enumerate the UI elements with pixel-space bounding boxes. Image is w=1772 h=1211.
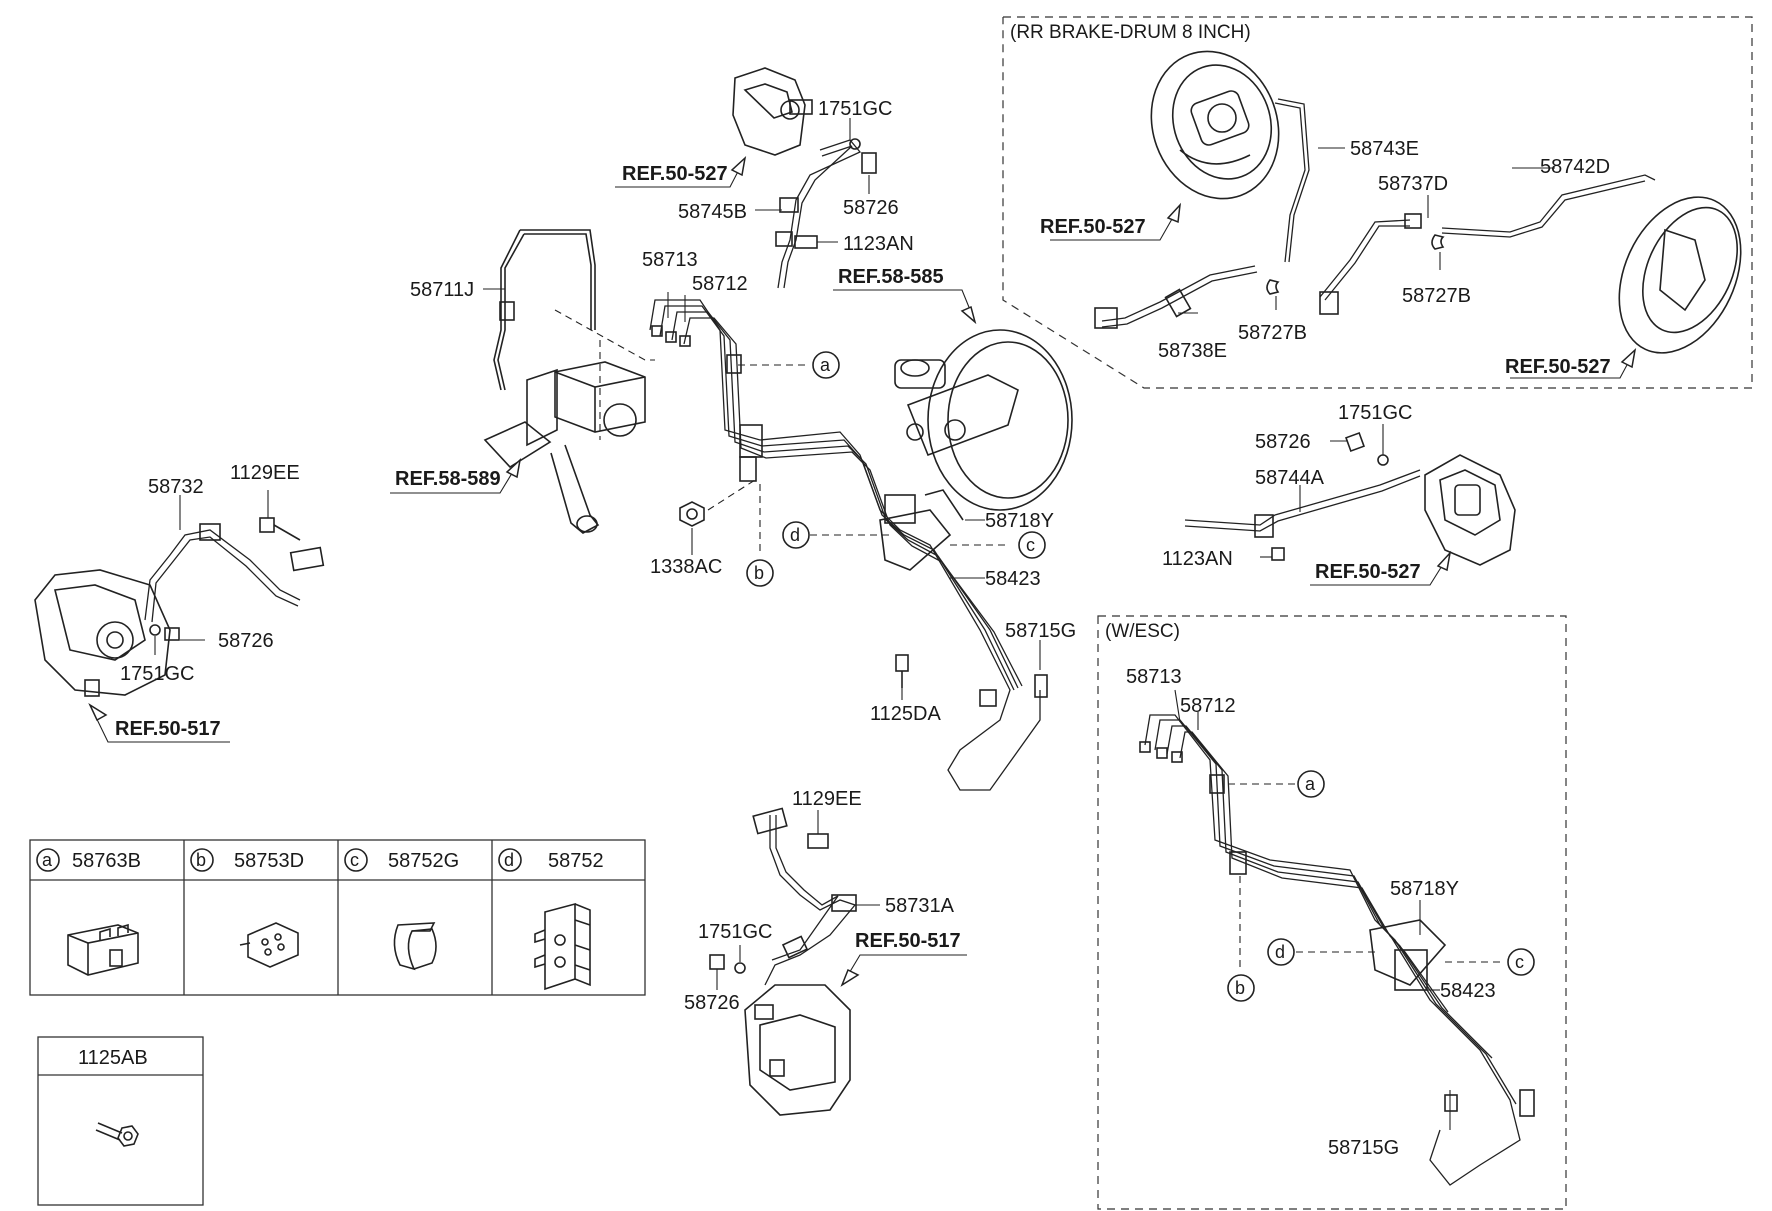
- circle-letter-c-main: c: [1026, 535, 1035, 555]
- label-58744a: 58744A: [1255, 467, 1325, 489]
- legend-part-58752g: 58752G: [388, 850, 459, 872]
- label-58718y-main: 58718Y: [985, 510, 1054, 532]
- label-58738e: 58738E: [1158, 340, 1227, 362]
- clip-58752-icon: [534, 902, 591, 991]
- bolt-part-1125ab: 1125AB: [78, 1047, 148, 1069]
- label-58713-main: 58713: [642, 249, 698, 271]
- bolt-icon: [95, 1122, 139, 1147]
- front-caliper-right: [1424, 454, 1516, 566]
- label-58423-main: 58423: [985, 568, 1041, 590]
- label-1751gc-right: 1751GC: [1338, 402, 1413, 424]
- ref-58-585[interactable]: REF.58-585: [838, 266, 944, 288]
- rr-left-backing-plate: [1150, 50, 1280, 200]
- clip-58763b-icon: [67, 923, 139, 976]
- ref-50-527-rr-right[interactable]: REF.50-527: [1505, 356, 1611, 378]
- legend-part-58763b: 58763B: [72, 850, 141, 872]
- ref-50-527-top[interactable]: REF.50-527: [622, 163, 728, 185]
- clip-58752g-icon: [393, 922, 437, 971]
- label-58737d: 58737D: [1378, 173, 1448, 195]
- label-58732: 58732: [148, 476, 204, 498]
- label-1751gc-bottom: 1751GC: [698, 921, 773, 943]
- bolt-box-1125ab: 1125AB: [37, 1036, 204, 1206]
- circle-letter-a-main: a: [820, 355, 831, 375]
- label-1129ee-bottom: 1129EE: [792, 788, 862, 810]
- label-1751gc-left: 1751GC: [120, 663, 195, 685]
- label-58712-esc: 58712: [1180, 695, 1236, 717]
- label-58423-esc: 58423: [1440, 980, 1496, 1002]
- legend-table: a 58763B b 58753D c 58752G d 58752: [29, 839, 646, 996]
- clip-58753d-icon: [239, 922, 299, 968]
- label-1125da: 1125DA: [870, 703, 941, 725]
- circle-letter-d-esc: d: [1275, 942, 1285, 962]
- front-caliper-left: [34, 569, 171, 697]
- label-58743e: 58743E: [1350, 138, 1419, 160]
- label-1123an-top: 1123AN: [843, 233, 914, 255]
- legend-letter-d: d: [504, 850, 514, 870]
- front-caliper-top: [732, 67, 813, 156]
- label-58726-top: 58726: [843, 197, 899, 219]
- w-esc-section: (W/ESC) a b c d 58713 58712 58718Y: [1097, 615, 1567, 1210]
- label-58731a: 58731A: [885, 895, 955, 917]
- legend-letter-c: c: [350, 850, 359, 870]
- ref-50-517-bottom[interactable]: REF.50-517: [855, 930, 961, 952]
- label-1123an-right: 1123AN: [1162, 548, 1233, 570]
- rr-brake-drum-section: (RR BRAKE-DRUM 8 INCH): [1002, 16, 1753, 389]
- label-58715g-esc: 58715G: [1328, 1137, 1399, 1159]
- label-58745b: 58745B: [678, 201, 747, 223]
- circle-letter-a-esc: a: [1305, 774, 1316, 794]
- ref-50-527-right[interactable]: REF.50-527: [1315, 561, 1421, 583]
- ref-50-517-left[interactable]: REF.50-517: [115, 718, 221, 740]
- ref-50-527-rr-left[interactable]: REF.50-527: [1040, 216, 1146, 238]
- circle-letter-b-main: b: [754, 563, 764, 583]
- brake-tube-bundle-main: [649, 299, 1048, 791]
- ref-58-589[interactable]: REF.58-589: [395, 468, 501, 490]
- label-58727b-right: 58727B: [1402, 285, 1471, 307]
- rr-right-backing-plate: [1618, 196, 1742, 354]
- w-esc-heading: (W/ESC): [1105, 621, 1180, 642]
- rr-brake-drum-heading: (RR BRAKE-DRUM 8 INCH): [1010, 22, 1251, 43]
- brake-booster-master-cylinder: [894, 329, 1073, 511]
- label-58713-esc: 58713: [1126, 666, 1182, 688]
- front-caliper-bottom: [744, 984, 851, 1116]
- label-58711j: 58711J: [410, 279, 474, 301]
- legend-letter-b: b: [196, 850, 206, 870]
- label-1751gc-top: 1751GC: [818, 98, 893, 120]
- label-58726-right: 58726: [1255, 431, 1311, 453]
- circle-letter-c-esc: c: [1515, 952, 1524, 972]
- hecu-abs-module: [483, 229, 646, 534]
- label-58726-bottom: 58726: [684, 992, 740, 1014]
- label-1129ee-left: 1129EE: [230, 462, 300, 484]
- legend-part-58753d: 58753D: [234, 850, 304, 872]
- circle-letter-b-esc: b: [1235, 978, 1245, 998]
- label-58726-left: 58726: [218, 630, 274, 652]
- circle-letter-d-main: d: [790, 525, 800, 545]
- label-58727b-left: 58727B: [1238, 322, 1307, 344]
- legend-letter-a: a: [42, 850, 53, 870]
- label-1338ac: 1338AC: [650, 556, 722, 578]
- label-58718y-esc: 58718Y: [1390, 878, 1459, 900]
- legend-part-58752: 58752: [548, 850, 604, 872]
- label-58742d: 58742D: [1540, 156, 1610, 178]
- label-58712-main: 58712: [692, 273, 748, 295]
- label-58715g-main: 58715G: [1005, 620, 1076, 642]
